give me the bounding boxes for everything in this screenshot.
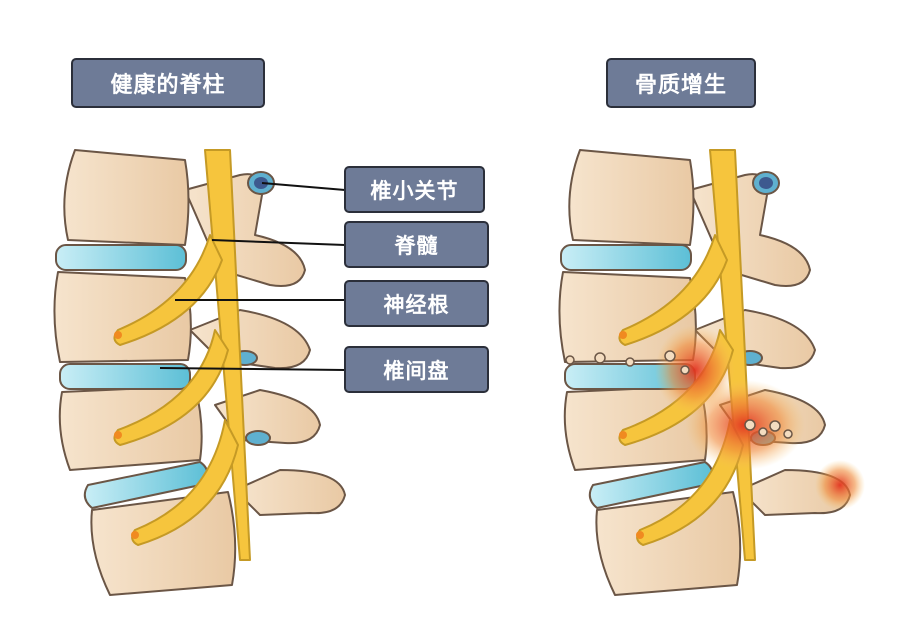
label-nerve-root: 神经根 [344,280,489,327]
hyperplasia-spine [558,149,865,596]
title-bone-hyperplasia: 骨质增生 [606,58,756,108]
label-facet-joint: 椎小关节 [344,166,485,213]
leader-lines [159,182,346,371]
title-healthy-spine: 健康的脊柱 [71,58,265,108]
bone-spurs [565,350,793,439]
inflammation-glow [815,460,865,510]
label-intervertebral-disc: 椎间盘 [344,346,489,393]
healthy-spine [53,149,346,596]
label-spinal-cord: 脊髓 [344,221,489,268]
